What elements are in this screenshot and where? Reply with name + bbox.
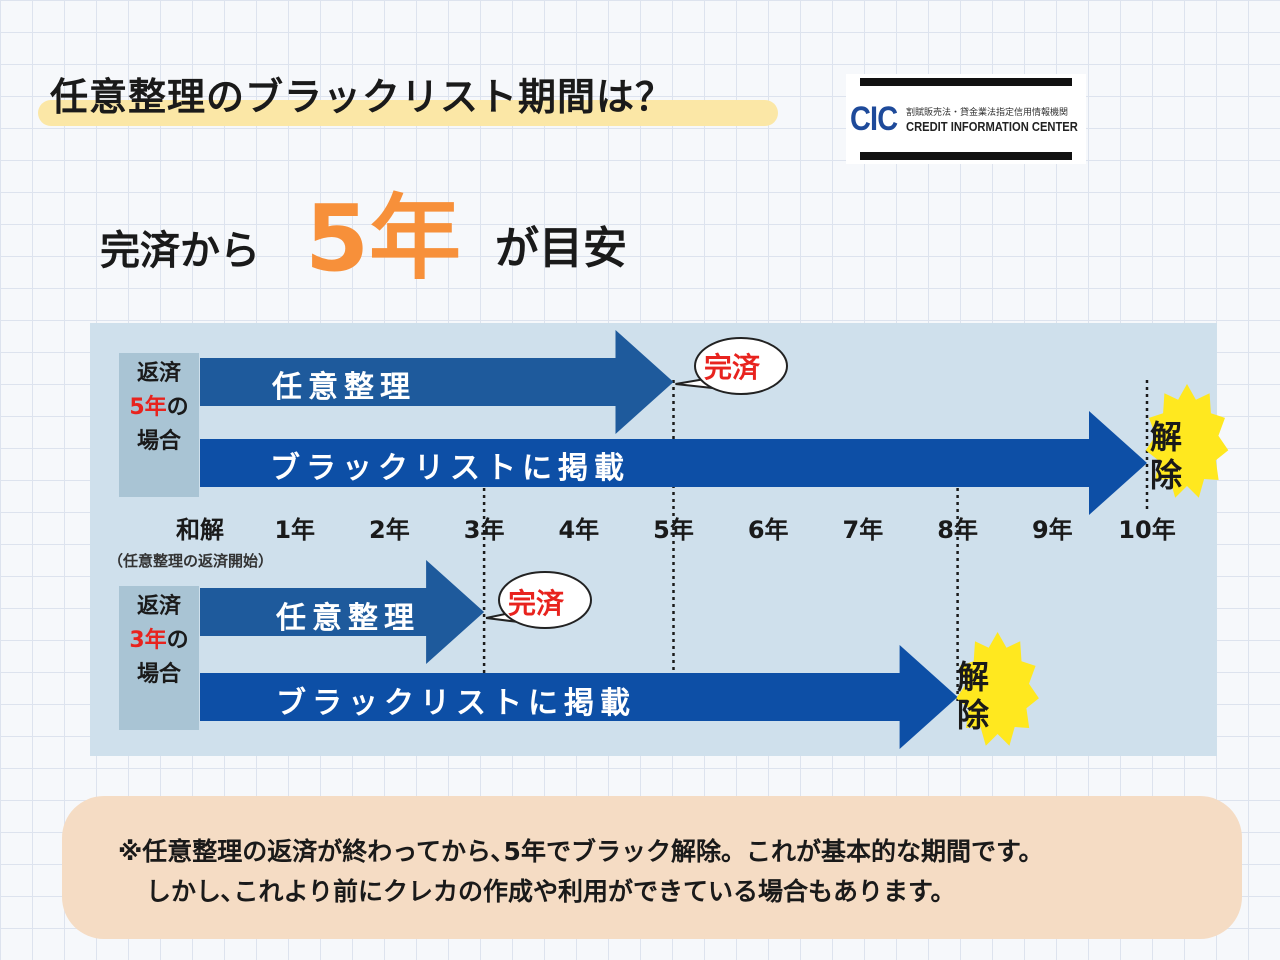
case-label-no: の <box>166 395 189 420</box>
repay-arrow-label-case1: 任意整理 <box>272 370 416 405</box>
case-label-years: 5年 <box>129 395 167 420</box>
tick-label: 1年 <box>274 516 316 544</box>
tick-label: 和解 <box>176 516 224 544</box>
note-line2: しかし､これより前にクレカの作成や利用ができている場合もあります。 <box>146 877 956 906</box>
cic-logo: CIC 割賦販売法・貸金業法指定信用情報機関 CREDIT INFORMATIO… <box>846 74 1086 164</box>
tick-label: 5年 <box>653 516 694 544</box>
tick-label: 4年 <box>558 516 600 544</box>
repay-arrow-case1 <box>200 330 674 434</box>
paid-bubble-case2 <box>485 571 592 629</box>
tick-label: 7年 <box>842 516 884 544</box>
start-note: （任意整理の返済開始） <box>108 552 274 570</box>
tick-label: 3年 <box>463 516 505 544</box>
blacklist-arrow-label-case2: ブラックリストに掲載 <box>276 686 636 721</box>
paid-bubble-text-case2: 完済 <box>508 587 565 620</box>
case-label-line3: 場合 <box>136 429 181 454</box>
release-char-2: 除 <box>1149 456 1182 494</box>
release-char-2: 除 <box>956 696 989 734</box>
release-burst-case2 <box>956 632 1039 746</box>
note-box <box>62 796 1242 939</box>
case-label-3years: 返済 3年の 場合 <box>119 586 199 730</box>
tick-label: 10年 <box>1118 516 1176 544</box>
tick-label: 9年 <box>1031 516 1073 544</box>
paid-bubble-case1 <box>675 337 788 395</box>
headline-number: 5年 <box>305 185 462 292</box>
logo-name: CREDIT INFORMATION CENTER <box>906 119 1078 134</box>
repay-arrow-label-case2: 任意整理 <box>276 601 420 636</box>
release-text-case1: 解 除 <box>1146 418 1186 494</box>
headline-prefix: 完済から <box>100 228 260 274</box>
tick-label: 6年 <box>747 516 789 544</box>
title-highlight <box>38 100 778 126</box>
tick-label: 8年 <box>937 516 978 544</box>
blacklist-arrow-case2 <box>200 645 958 749</box>
page-title: 任意整理のブラックリスト期間は？ <box>50 75 675 119</box>
release-char-1: 解 <box>956 658 989 696</box>
case-label-line1: 返済 <box>136 361 181 386</box>
release-burst-case1 <box>1145 384 1229 498</box>
paid-bubble-text-case1: 完済 <box>704 351 761 384</box>
release-char-1: 解 <box>1149 418 1182 456</box>
repay-arrow-case2 <box>200 560 485 664</box>
logo-subtitle: 割賦販売法・貸金業法指定信用情報機関 <box>906 108 1069 118</box>
tick-label: 2年 <box>369 516 410 544</box>
case-label-years-row: 5年の <box>119 391 199 425</box>
headline-suffix: が目安 <box>495 223 627 274</box>
case-label-years-row: 3年の <box>119 624 199 658</box>
blacklist-arrow-label-case1: ブラックリストに掲載 <box>270 451 630 486</box>
case-label-line3: 場合 <box>136 662 181 687</box>
case-label-line1: 返済 <box>136 594 181 619</box>
case-label-years: 3年 <box>129 628 167 653</box>
logo-letters: CIC <box>850 100 898 138</box>
note-line1: ※任意整理の返済が終わってから､5年でブラック解除。これが基本的な期間です。 <box>118 837 1044 866</box>
blacklist-arrow-case1 <box>200 411 1147 515</box>
case-label-5years: 返済 5年の 場合 <box>119 353 199 497</box>
logo-bar-bottom <box>860 152 1072 160</box>
case-label-no: の <box>166 628 189 653</box>
release-text-case2: 解 除 <box>953 658 993 734</box>
logo-bar-top <box>860 78 1072 86</box>
